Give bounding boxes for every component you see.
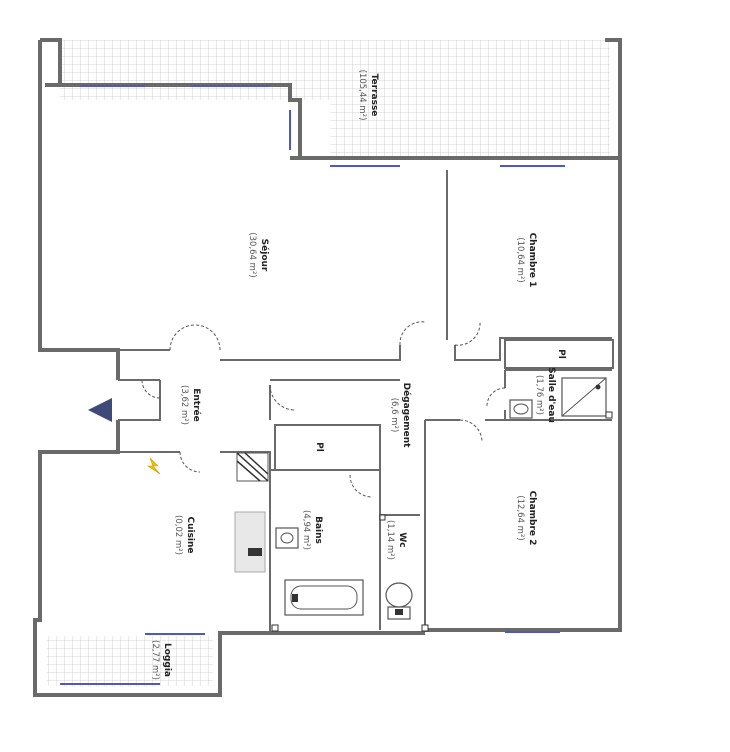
room-area: (12,64 m²) — [515, 495, 525, 540]
room-area: (10,64 m²) — [515, 237, 525, 282]
room-name: Terrasse — [369, 74, 379, 117]
fixtures — [234, 377, 607, 620]
toilet-bowl — [385, 582, 413, 608]
room-area: (1,76 m²) — [534, 375, 544, 415]
room-area: (30,64 m²) — [247, 232, 257, 277]
room-name: Salle d'eau — [546, 367, 556, 423]
windows — [60, 85, 565, 685]
terrace-area — [60, 40, 610, 160]
room-label-salle-eau: Salle d'eau (1,76 m²) — [534, 367, 556, 423]
room-label-terrasse: Terrasse (105,44 m²) — [357, 70, 379, 121]
markers — [271, 411, 613, 632]
room-name: Entrée — [191, 388, 202, 422]
room-label-chambre2: Chambre 2 (12,64 m²) — [515, 491, 537, 546]
room-label-wc: Wc (1,14 m²) — [385, 520, 407, 560]
entry-triangle-icon — [88, 398, 112, 422]
washbasin-bains — [275, 527, 299, 549]
loggia-area — [47, 636, 213, 686]
room-name: Loggia — [162, 643, 172, 677]
room-area: (6,6 m²) — [389, 398, 399, 433]
washbasin-salle-eau — [509, 399, 533, 419]
room-label-cuisine: Cuisine (0,02 m²) — [173, 515, 195, 555]
room-label-sejour: Séjour (30,64 m²) — [247, 232, 270, 277]
room-area: (0,02 m²) — [173, 515, 183, 555]
room-area: (2,77 m²) — [150, 640, 160, 680]
room-area: (1,14 m²) — [385, 520, 395, 560]
room-label-bains: Bains (4,94 m²) — [301, 510, 323, 550]
closet-label-upper: Pl — [556, 349, 566, 359]
interior-walls — [40, 170, 612, 633]
room-name: Séjour — [259, 239, 270, 272]
room-area: (105,44 m²) — [357, 70, 367, 121]
room-label-loggia: Loggia (2,77 m²) — [150, 640, 172, 680]
electric-panel-icon — [147, 457, 161, 475]
svg-text:Pl: Pl — [556, 349, 566, 359]
room-area: (3,62 m²) — [179, 385, 189, 425]
closet-upper-outline — [504, 339, 614, 369]
kitchen-counter — [234, 511, 266, 573]
room-name: Chambre 1 — [527, 233, 537, 288]
room-name: Cuisine — [185, 516, 195, 553]
room-name: Chambre 2 — [527, 491, 537, 546]
room-label-degagement: Dégagement (6,6 m²) — [389, 383, 412, 449]
room-name: Wc — [397, 532, 407, 547]
room-label-chambre1: Chambre 1 (10,64 m²) — [515, 233, 537, 288]
room-name: Bains — [313, 516, 323, 544]
room-name: Dégagement — [401, 383, 412, 449]
svg-text:Pl: Pl — [314, 442, 324, 452]
closet-label-lower: Pl — [314, 442, 324, 452]
room-label-entree: Entrée (3,62 m²) — [179, 385, 202, 425]
doors — [141, 321, 506, 498]
room-area: (4,94 m²) — [301, 510, 311, 550]
